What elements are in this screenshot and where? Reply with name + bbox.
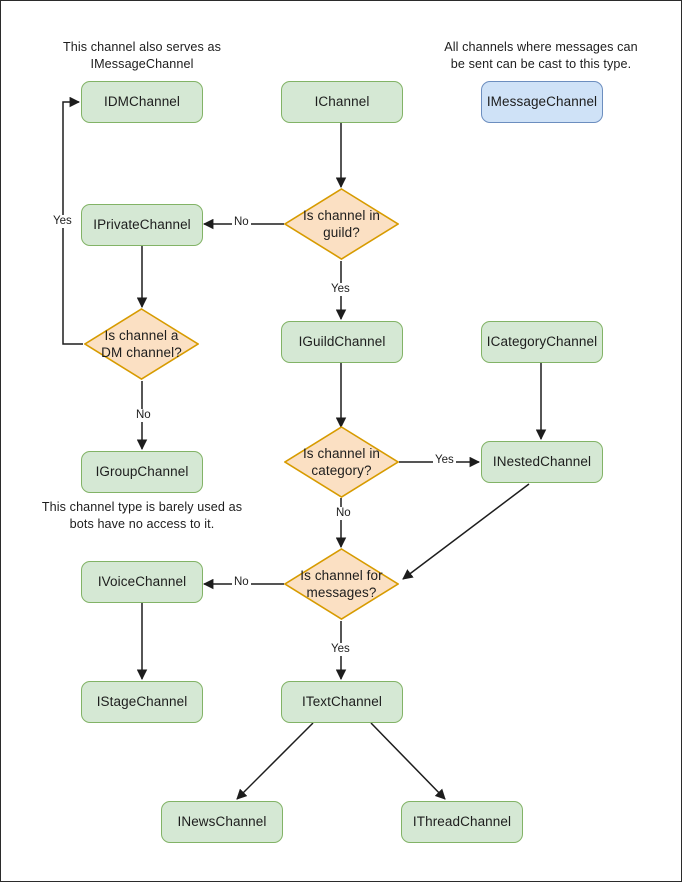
- note-dm-line1: This channel also serves as: [62, 40, 222, 54]
- node-iguild-channel[interactable]: IGuildChannel: [281, 321, 403, 363]
- node-ichannel[interactable]: IChannel: [281, 81, 403, 123]
- edge-label-category-yes: Yes: [433, 454, 456, 467]
- edge-label-guild-no: No: [232, 216, 251, 229]
- decision-dm-line2: DM channel?: [101, 345, 182, 360]
- note-dm-channel: This channel also serves as IMessageChan…: [48, 39, 236, 72]
- node-istage-channel[interactable]: IStageChannel: [81, 681, 203, 723]
- edge-label-messages-yes: Yes: [329, 643, 352, 656]
- decision-dm-line1: Is channel a: [104, 327, 179, 343]
- node-itext-channel[interactable]: ITextChannel: [281, 681, 403, 723]
- edge-itext-to-ithread: [370, 722, 446, 800]
- diamond-shape-icon: [284, 426, 399, 498]
- edge-label-guild-yes: Yes: [329, 283, 352, 296]
- node-idm-channel[interactable]: IDMChannel: [81, 81, 203, 123]
- note-message-line1: All channels where messages can: [444, 40, 638, 54]
- decision-is-channel-a-dm-channel[interactable]: Is channel a DM channel?: [84, 308, 199, 380]
- note-group-channel: This channel type is barely used as bots…: [41, 499, 243, 532]
- decision-guild-label: Is channel in guild?: [293, 207, 390, 242]
- decision-messages-label: Is channel for messages?: [290, 567, 392, 602]
- decision-category-line1: Is channel in: [302, 445, 381, 461]
- decision-guild-line1: Is channel in: [302, 207, 381, 223]
- edge-inested-to-messages: [402, 483, 530, 580]
- node-ithread-channel[interactable]: IThreadChannel: [401, 801, 523, 843]
- node-inested-channel[interactable]: INestedChannel: [481, 441, 603, 483]
- node-imessage-channel[interactable]: IMessageChannel: [481, 81, 603, 123]
- edge-label-dm-no: No: [134, 409, 153, 422]
- edge-label-messages-no: No: [232, 576, 251, 589]
- decision-messages-line2: messages?: [306, 585, 377, 600]
- diamond-shape-icon: [284, 188, 399, 260]
- decision-is-channel-in-guild[interactable]: Is channel in guild?: [284, 188, 399, 260]
- diamond-shape-icon: [84, 308, 199, 380]
- decision-messages-line1: Is channel for: [300, 567, 383, 583]
- edge-label-category-no: No: [334, 507, 353, 520]
- node-igroup-channel[interactable]: IGroupChannel: [81, 451, 203, 493]
- note-group-line2: bots have no access to it.: [69, 516, 215, 531]
- node-inews-channel[interactable]: INewsChannel: [161, 801, 283, 843]
- note-message-line2: be sent can be cast to this type.: [450, 56, 632, 71]
- diamond-shape-icon: [284, 548, 399, 620]
- note-message-channel: All channels where messages can be sent …: [435, 39, 647, 72]
- edge-itext-to-inews: [236, 722, 314, 800]
- decision-is-channel-in-category[interactable]: Is channel in category?: [284, 426, 399, 498]
- decision-is-channel-for-messages[interactable]: Is channel for messages?: [284, 548, 399, 620]
- note-group-line1: This channel type is barely used as: [41, 500, 243, 514]
- note-dm-line2: IMessageChannel: [90, 56, 194, 71]
- decision-category-label: Is channel in category?: [293, 445, 390, 480]
- node-ivoice-channel[interactable]: IVoiceChannel: [81, 561, 203, 603]
- node-icategory-channel[interactable]: ICategoryChannel: [481, 321, 603, 363]
- node-iprivate-channel[interactable]: IPrivateChannel: [81, 204, 203, 246]
- edge-label-dm-yes: Yes: [51, 215, 74, 228]
- decision-category-line2: category?: [311, 463, 372, 478]
- decision-dm-label: Is channel a DM channel?: [91, 327, 192, 362]
- decision-guild-line2: guild?: [323, 225, 360, 240]
